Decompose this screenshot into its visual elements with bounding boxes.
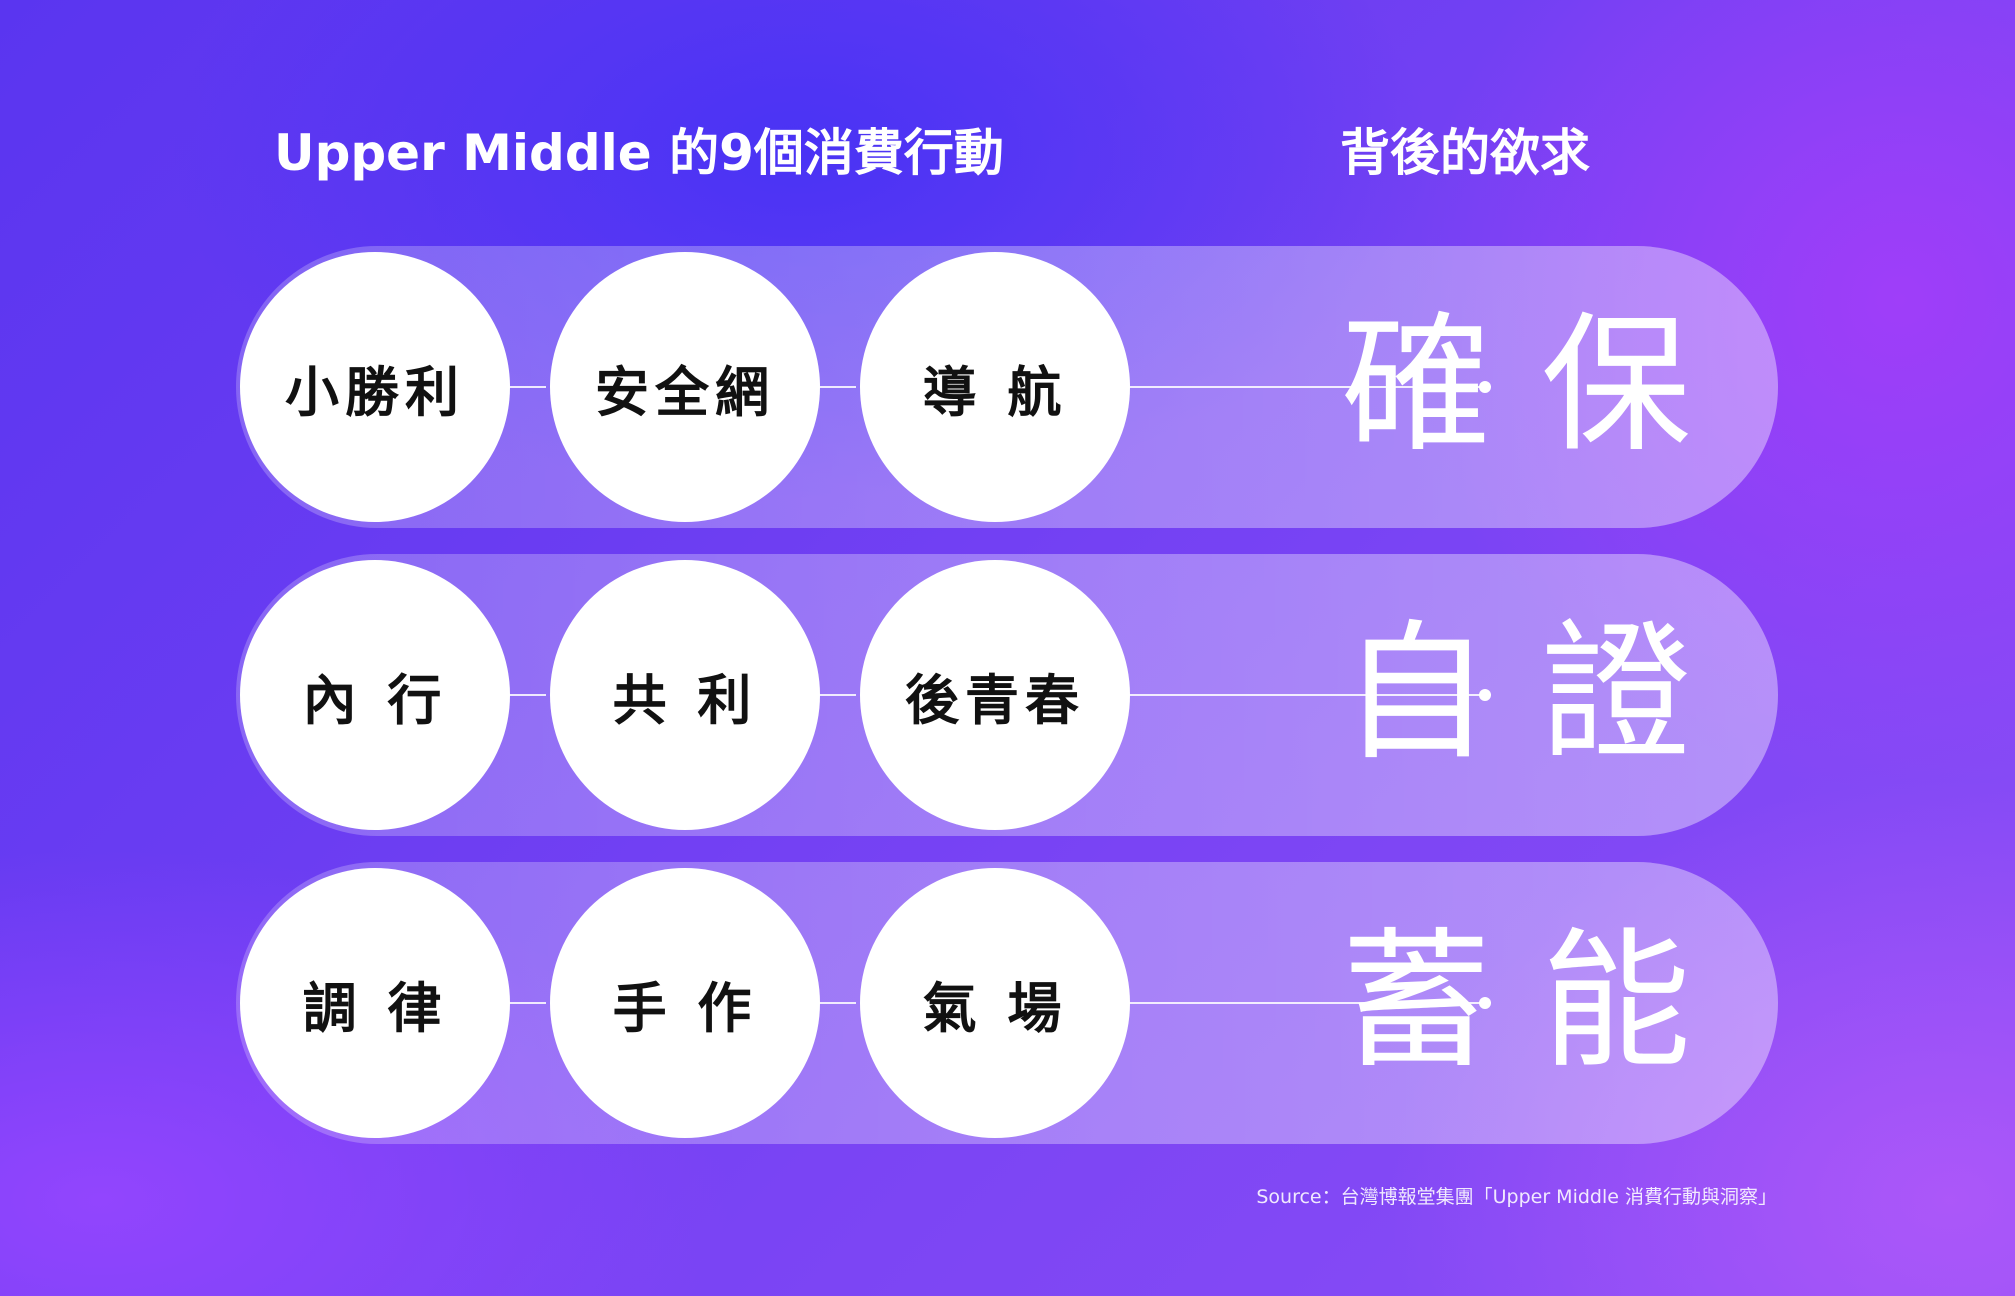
connector-dot: [1479, 381, 1491, 393]
action-circle: 導 航: [860, 252, 1130, 522]
source-note: Source：台灣博報堂集團「Upper Middle 消費行動與洞察」: [1256, 1186, 1777, 1208]
connector-line: [1126, 1002, 1484, 1004]
connector-line: [816, 386, 856, 388]
row-band-3: 調 律 手 作 氣 場 蓄能: [236, 862, 1778, 1144]
desire-label: 蓄能: [1340, 915, 1741, 1089]
action-circle: 內 行: [240, 560, 510, 830]
desire-label: 自證: [1340, 607, 1741, 781]
connector-line: [506, 694, 546, 696]
connector-line: [816, 694, 856, 696]
action-circle: 調 律: [240, 868, 510, 1138]
connector-line: [1126, 694, 1484, 696]
connector-line: [1126, 386, 1484, 388]
desire-label: 確保: [1340, 299, 1741, 473]
action-circle: 共 利: [550, 560, 820, 830]
action-circle: 後青春: [860, 560, 1130, 830]
header-actions: Upper Middle 的9個消費行動: [274, 124, 1004, 182]
connector-line: [506, 1002, 546, 1004]
connector-dot: [1479, 689, 1491, 701]
connector-line: [506, 386, 546, 388]
action-circle: 安全網: [550, 252, 820, 522]
action-circle: 氣 場: [860, 868, 1130, 1138]
action-circle: 手 作: [550, 868, 820, 1138]
header-desires: 背後的欲求: [1340, 124, 1590, 182]
row-band-1: 小勝利 安全網 導 航 確保: [236, 246, 1778, 528]
action-circle: 小勝利: [240, 252, 510, 522]
row-band-2: 內 行 共 利 後青春 自證: [236, 554, 1778, 836]
connector-line: [816, 1002, 856, 1004]
connector-dot: [1479, 997, 1491, 1009]
